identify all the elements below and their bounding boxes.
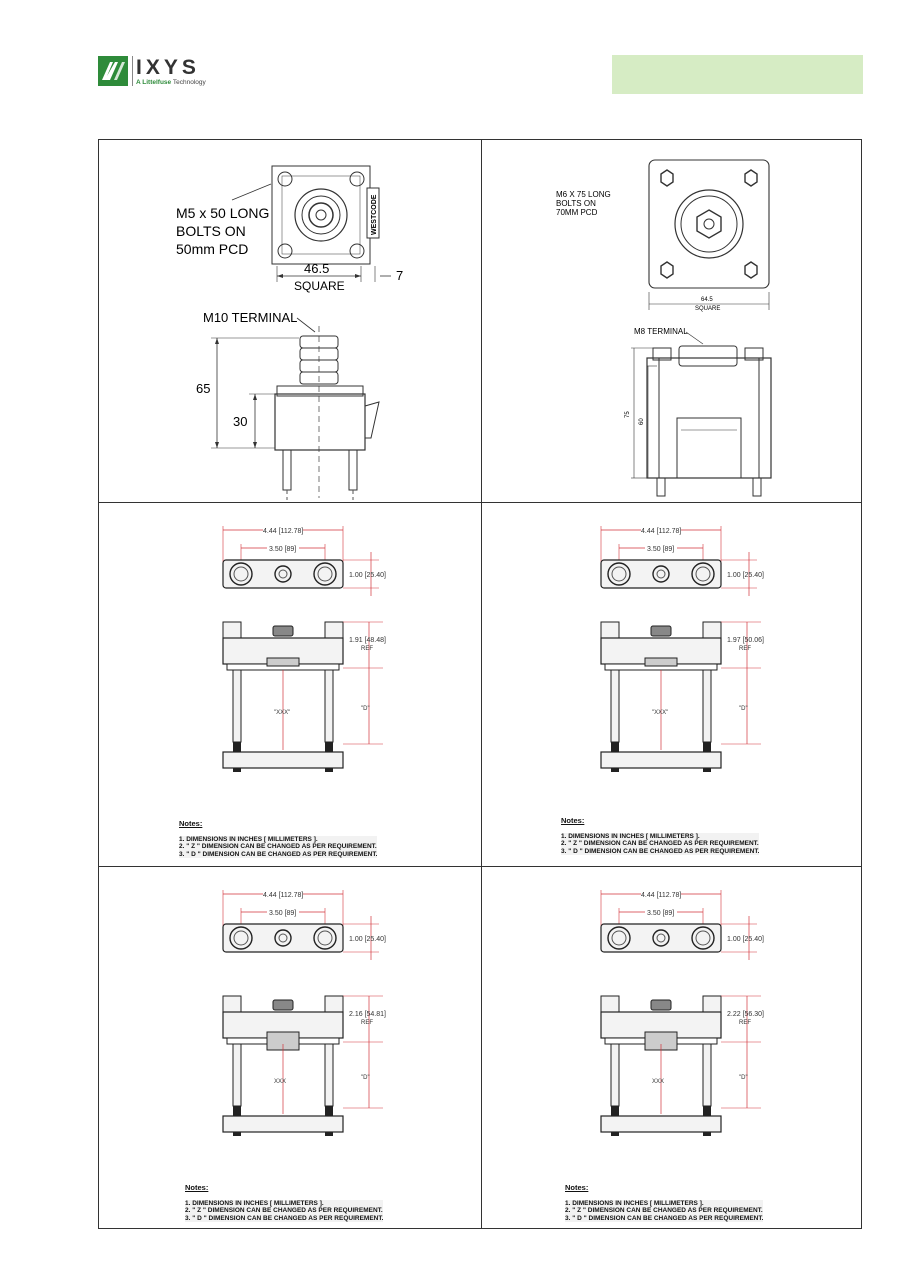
clamp-drawing-3: 4.44 [112.78] 3.50 [89] 1.00 [25.40] <box>99 866 481 1230</box>
dim-xxx: XXX <box>652 1079 664 1085</box>
drawing-notes: Notes: 1. DIMENSIONS IN INCHES [ MILLIME… <box>185 1183 384 1223</box>
westcode-label: WESTCODE <box>371 194 378 235</box>
width-label: SQUARE <box>695 306 720 312</box>
clamp-drawing-4: 4.44 [112.78] 3.50 [89] 1.00 [25.40] <box>481 866 863 1230</box>
dim-ref-suffix: REF <box>361 1020 373 1026</box>
dim-xxx: "XXX" <box>652 710 668 716</box>
notes-title: Notes: <box>179 819 203 828</box>
dim-d: "D" <box>361 706 370 712</box>
bolts-label-1: M6 X 75 LONG <box>556 190 611 199</box>
note-line-3: 3. " D " DIMENSION CAN BE CHANGED AS PER… <box>179 850 378 859</box>
note-line-1: 1. DIMENSIONS IN INCHES [ MILLIMETERS ]. <box>185 1199 384 1208</box>
dim-inner: 3.50 [89] <box>269 546 296 553</box>
note-line-3: 3. " D " DIMENSION CAN BE CHANGED AS PER… <box>185 1214 384 1223</box>
width-label: SQUARE <box>294 279 345 293</box>
note-line-3: 3. " D " DIMENSION CAN BE CHANGED AS PER… <box>565 1214 764 1223</box>
dim-thickness: 1.00 [25.40] <box>727 572 764 579</box>
note-line-1: 1. DIMENSIONS IN INCHES [ MILLIMETERS ]. <box>179 835 378 844</box>
dim-xxx: XXX <box>274 1079 286 1085</box>
height-total: 75 <box>625 411 631 418</box>
width-value: 46.5 <box>304 261 329 276</box>
dim-ref-suffix: REF <box>739 646 751 652</box>
drawing-grid: WESTCODE M5 x 50 LONG BOLTS ON 50mm PCD … <box>98 139 862 1229</box>
terminal-label: M10 TERMINAL <box>203 310 297 325</box>
dim-ref: 1.97 [50.06] <box>727 637 764 644</box>
ixys-logo: IXYS A Littelfuse Technology <box>98 54 218 90</box>
bolts-label-3: 70MM PCD <box>556 208 598 217</box>
drawing-top-left: WESTCODE M5 x 50 LONG BOLTS ON 50mm PCD … <box>99 140 481 502</box>
drawing-top-right: M6 X 75 LONG BOLTS ON 70MM PCD 64.5 SQUA… <box>481 140 863 502</box>
drawing-notes: Notes: 1. DIMENSIONS IN INCHES [ MILLIME… <box>565 1183 764 1223</box>
dim-xxx: "XXX" <box>274 710 290 716</box>
width-value: 64.5 <box>701 297 713 303</box>
dim-ref-suffix: REF <box>739 1020 751 1026</box>
clamp-drawing-1: 4.44 [112.78] 3.50 [89] 1.00 [25.40] <box>99 502 481 866</box>
dim-outer: 4.44 [112.78] <box>641 892 681 899</box>
dim-outer: 4.44 [112.78] <box>263 892 303 899</box>
dim-thickness: 1.00 [25.40] <box>349 572 386 579</box>
dim-outer: 4.44 [112.78] <box>263 528 303 535</box>
terminal-label: M8 TERMINAL <box>634 327 688 336</box>
bolts-label-2: BOLTS ON <box>556 199 596 208</box>
dim-inner: 3.50 [89] <box>269 910 296 917</box>
dim-inner: 3.50 [89] <box>647 910 674 917</box>
logo-word: IXYS <box>136 56 200 79</box>
header-color-box <box>612 55 863 94</box>
notes-title: Notes: <box>561 816 585 825</box>
dim-outer: 4.44 [112.78] <box>641 528 681 535</box>
notes-title: Notes: <box>185 1183 209 1192</box>
bolts-label-3: 50mm PCD <box>176 241 248 257</box>
note-line-2: 2. " Z " DIMENSION CAN BE CHANGED AS PER… <box>185 1207 384 1215</box>
note-line-2: 2. " Z " DIMENSION CAN BE CHANGED AS PER… <box>179 843 378 851</box>
offset-value: 7 <box>396 268 403 283</box>
dim-d: "D" <box>739 1075 748 1081</box>
height-body: 30 <box>233 414 247 429</box>
height-body: 60 <box>639 418 645 425</box>
note-line-1: 1. DIMENSIONS IN INCHES [ MILLIMETERS ]. <box>565 1199 764 1208</box>
bolts-label-1: M5 x 50 LONG <box>176 205 269 221</box>
dim-inner: 3.50 [89] <box>647 546 674 553</box>
note-line-3: 3. " D " DIMENSION CAN BE CHANGED AS PER… <box>561 847 760 856</box>
logo-tagline: A Littelfuse Technology <box>136 79 206 86</box>
dim-thickness: 1.00 [25.40] <box>727 936 764 943</box>
dim-ref-suffix: REF <box>361 646 373 652</box>
notes-title: Notes: <box>565 1183 589 1192</box>
ixys-logo-mark <box>98 56 128 86</box>
dim-d: "D" <box>361 1075 370 1081</box>
dim-ref: 2.16 [54.81] <box>349 1011 386 1018</box>
bolts-label-2: BOLTS ON <box>176 223 246 239</box>
drawing-notes: Notes: 1. DIMENSIONS IN INCHES [ MILLIME… <box>561 816 760 856</box>
dim-thickness: 1.00 [25.40] <box>349 936 386 943</box>
note-line-2: 2. " Z " DIMENSION CAN BE CHANGED AS PER… <box>561 840 760 848</box>
drawing-notes: Notes: 1. DIMENSIONS IN INCHES [ MILLIME… <box>179 819 378 859</box>
note-line-2: 2. " Z " DIMENSION CAN BE CHANGED AS PER… <box>565 1207 764 1215</box>
note-line-1: 1. DIMENSIONS IN INCHES [ MILLIMETERS ]. <box>561 832 760 841</box>
height-total: 65 <box>196 381 210 396</box>
dim-ref: 2.22 [56.30] <box>727 1011 764 1018</box>
dim-ref: 1.91 [48.48] <box>349 637 386 644</box>
dim-d: "D" <box>739 706 748 712</box>
clamp-drawing-2: 4.44 [112.78] 3.50 [89] 1.00 [25.40] <box>481 502 863 866</box>
